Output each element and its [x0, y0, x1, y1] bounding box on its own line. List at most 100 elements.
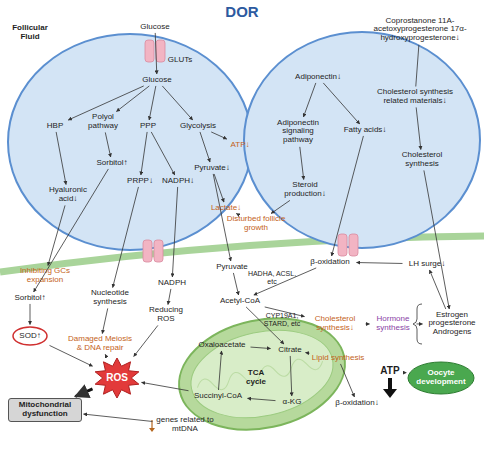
node-text: NADPH↓ [158, 177, 198, 186]
node-text: SOD↑ [19, 332, 40, 341]
star-outline [95, 358, 139, 398]
pathway-arrow [323, 83, 359, 124]
metabolite-term: PRPP↓ [124, 177, 156, 186]
node-text: Oxaloacetate [195, 341, 249, 350]
node-text: HBP [40, 122, 70, 131]
metabolite-term: NADPH [154, 279, 190, 288]
node-text: Glucose [132, 76, 182, 85]
metabolite-term: Pyruvate [212, 263, 252, 272]
node-text: PRPP↓ [124, 177, 156, 186]
pathway-arrow [290, 356, 292, 396]
metabolite-term: NADPH↓ [158, 177, 198, 186]
transporter [156, 40, 165, 62]
node-text: Lipid synthesis [307, 354, 369, 363]
transporter [145, 40, 154, 62]
metabolite-term: Hyaluronic acid↓ [43, 186, 93, 204]
pathway-arrow [84, 414, 153, 421]
pathway-arrow [56, 132, 66, 185]
pathway-arrow [366, 323, 370, 324]
cell-membrane [0, 236, 484, 272]
node-text: Cholesterol synthesis↓ [306, 315, 364, 333]
transporter [338, 234, 347, 256]
node-text: genes related to mtDNA [154, 416, 216, 434]
transporters [143, 40, 358, 262]
metabolite-term: β-oxidation↓ [331, 399, 383, 408]
node-text: Nucleotide synthesis [85, 289, 135, 307]
metabolite-term: Reducing ROS [141, 306, 191, 324]
metabolite-term: Lipid synthesis [307, 354, 369, 363]
enzyme-label: HADHA, ACSL, etc [246, 270, 298, 286]
ros-star: ROS [94, 358, 140, 398]
metabolite-term: HBP [40, 122, 70, 131]
metabolite-term: Adiponectin↓ [287, 73, 349, 82]
node-text: Sorbitol↑ [8, 294, 52, 303]
pathway-arrow [68, 86, 143, 120]
node-text: Damaged Meiosis & DNA repair [65, 335, 135, 353]
pathway-arrow [271, 200, 290, 213]
metabolite-term: Cholesterol synthesis [392, 151, 452, 169]
metabolite-term: PPP [134, 122, 162, 131]
free-label: Follicular Fluid [5, 24, 55, 42]
metabolite-term: Acetyl-CoA [215, 297, 265, 306]
node-text: Adiponectin signaling pathway [267, 119, 329, 146]
node-text: Succinyl-CoA [190, 392, 246, 401]
node-text: Pyruvate [212, 263, 252, 272]
pathway-arrow [429, 270, 445, 309]
pathway-arrow [155, 33, 157, 74]
pathway-arrow [113, 187, 139, 288]
pathway-arrow [134, 325, 158, 356]
metabolite-term: Inhibiting GCs expansion [9, 267, 81, 285]
node-text: α-KG [277, 398, 307, 407]
down-arrow-head [149, 428, 155, 432]
metabolite-term: Cholesterol synthesis related materials↓ [376, 88, 454, 106]
pathway-arrow [300, 147, 304, 180]
node-text: LH surge↓ [404, 260, 450, 269]
diagram-title: DOR [212, 4, 272, 21]
transporter [154, 240, 163, 262]
node-text: Glycolysis [173, 122, 223, 131]
pathway-arrow [416, 107, 421, 149]
pathway-arrow [357, 262, 403, 264]
metabolite-term: ATP↓ [226, 141, 254, 150]
node-text: Reducing ROS [141, 306, 191, 324]
metabolite-term: LH surge↓ [404, 260, 450, 269]
node-text: β-oxidation↓ [331, 399, 383, 408]
node-text: Acetyl-CoA [215, 297, 265, 306]
metabolite-term: Succinyl-CoA [190, 392, 246, 401]
metabolite-term: ATP [375, 365, 405, 376]
metabolite-term: Pyruvate↓ [189, 164, 235, 173]
metabolite-term: Coprostanone 11A-acetoxyprogesterone 17α… [361, 17, 479, 44]
metabolite-term: genes related to mtDNA [154, 416, 216, 434]
outcome-ellipse: Oocyte development [408, 362, 474, 394]
pathway-arrow [214, 174, 224, 202]
metabolite-term: Adiponectin signaling pathway [267, 119, 329, 146]
node-text: Fatty acids↓ [339, 126, 391, 135]
pathway-arrow [218, 351, 221, 390]
node-text: Adiponectin↓ [287, 73, 349, 82]
pathway-arrow [102, 308, 107, 333]
pathway-arrow [303, 83, 315, 117]
node-text: Hormone synthesis [371, 315, 415, 333]
metabolite-term: Glucose [132, 76, 182, 85]
metabolite-term: Fatty acids↓ [339, 126, 391, 135]
free-label: TCA cycle [241, 369, 271, 387]
pathway-arrow [168, 289, 171, 305]
pathway-arrow [34, 169, 109, 292]
metabolite-term: Polyol pathway [83, 113, 123, 131]
metabolite-term: Lactate↓ [205, 204, 247, 213]
pathway-arrow [50, 345, 93, 366]
pathway-arrow [306, 352, 310, 354]
pathway-arrow [105, 354, 106, 356]
pathway-arrow [236, 213, 238, 214]
pathway-arrow [233, 273, 238, 295]
pathway-arrow [149, 86, 156, 120]
pathway-arrow [248, 398, 276, 400]
node-text: Cholesterol synthesis [392, 151, 452, 169]
node-text: Cholesterol synthesis related materials↓ [376, 88, 454, 106]
bracket [413, 304, 422, 344]
metabolite-term: Citrate [272, 346, 308, 355]
node-text: PPP [134, 122, 162, 131]
metabolite-term: Sorbitol↑ [89, 159, 135, 168]
